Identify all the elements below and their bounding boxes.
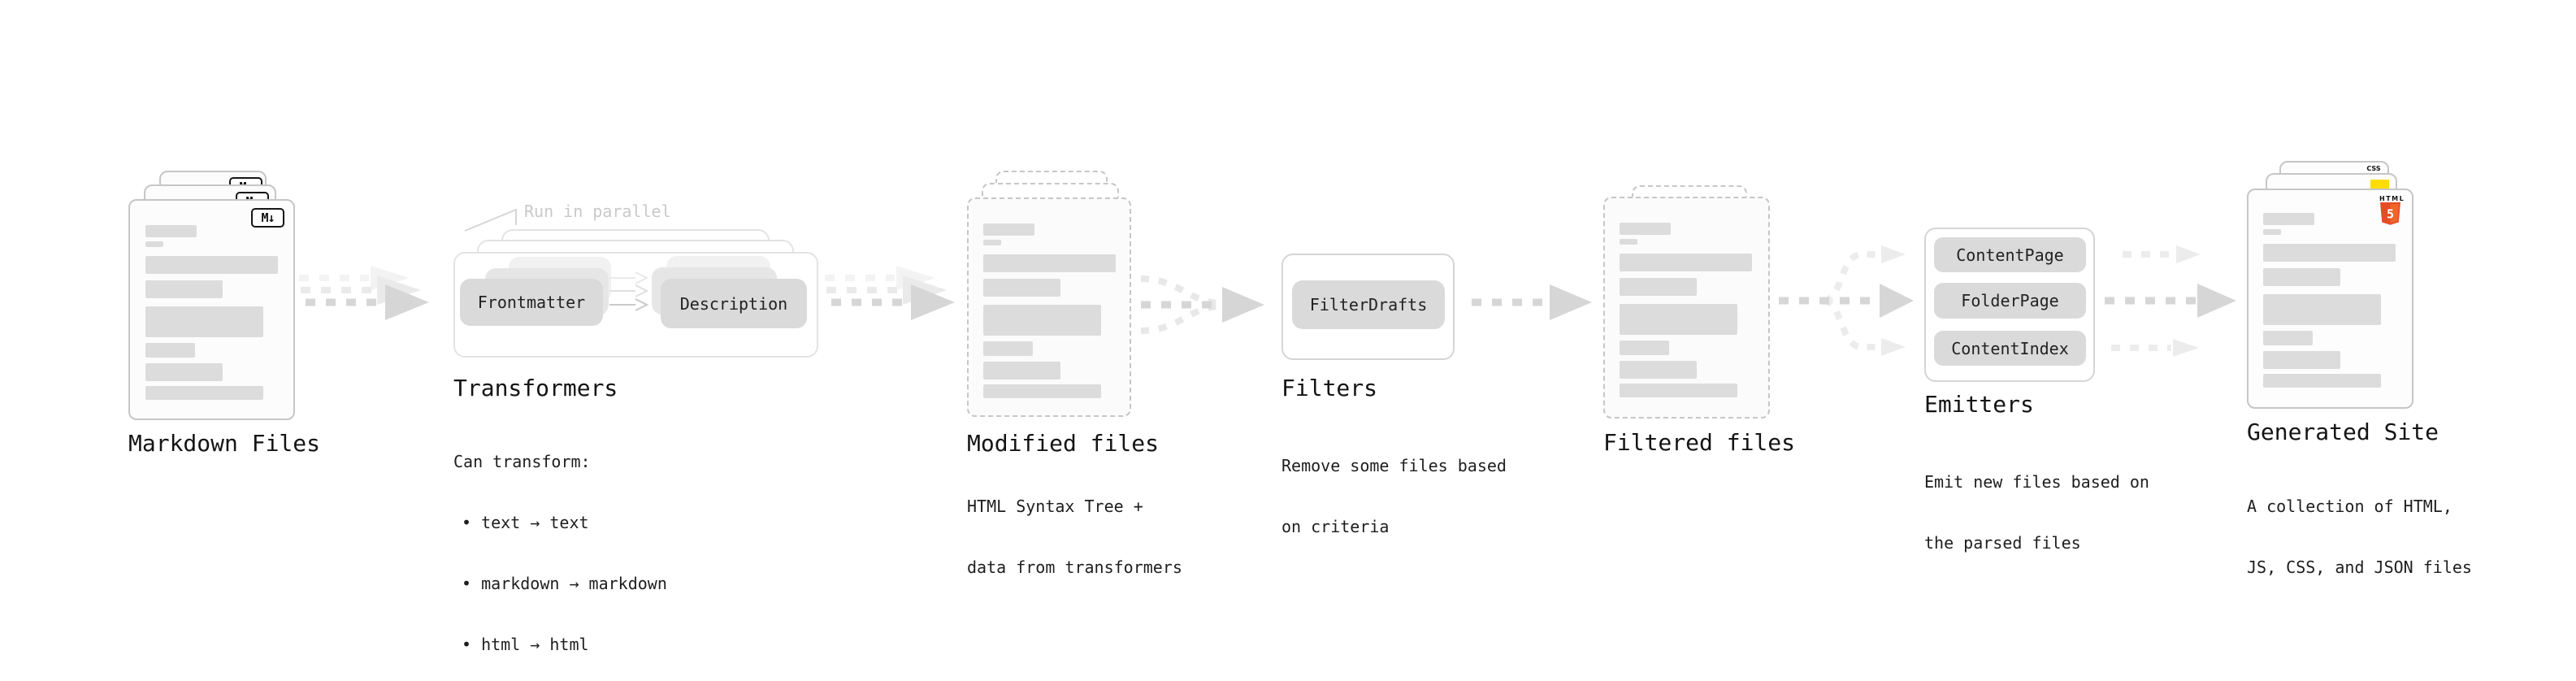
content-line-bar bbox=[1620, 361, 1697, 379]
desc-line: • markdown → markdown bbox=[462, 574, 667, 593]
css-icon-label: CSS bbox=[2366, 165, 2381, 172]
html5-wordmark: HTML bbox=[2379, 195, 2405, 202]
stage-label-filtered-files: Filtered files bbox=[1603, 429, 1796, 456]
file-content-placeholder bbox=[983, 223, 1116, 398]
js-file-icon bbox=[2370, 180, 2389, 189]
svg-text:5: 5 bbox=[2387, 207, 2394, 222]
content-line-bar bbox=[2263, 294, 2381, 325]
modified-files-description: HTML Syntax Tree + data from transformer… bbox=[967, 456, 1182, 618]
content-line-bar bbox=[1620, 304, 1737, 335]
generated-site-description: A collection of HTML, JS, CSS, and JSON … bbox=[2247, 456, 2472, 618]
html5-shield: 5 bbox=[2380, 202, 2400, 225]
pill-description: Description bbox=[661, 279, 807, 328]
desc-line: JS, CSS, and JSON files bbox=[2247, 557, 2472, 577]
content-line-bar bbox=[1620, 254, 1752, 271]
content-line-bar bbox=[145, 225, 197, 237]
file-content-placeholder bbox=[145, 225, 278, 400]
stage-label-transformers: Transformers bbox=[453, 375, 618, 401]
generated-site-card-front: HTML 5 bbox=[2247, 189, 2413, 409]
pill-filterdrafts: FilterDrafts bbox=[1292, 280, 1445, 329]
desc-line: HTML Syntax Tree + bbox=[967, 497, 1143, 516]
arrow-transformers-to-modified bbox=[825, 266, 955, 320]
desc-line: data from transformers bbox=[967, 557, 1182, 577]
annotation-leader-line bbox=[464, 208, 517, 232]
content-line-bar bbox=[983, 240, 1001, 245]
content-line-bar bbox=[2263, 213, 2314, 225]
stage-label-modified-files: Modified files bbox=[967, 430, 1160, 457]
desc-line: A collection of HTML, bbox=[2247, 497, 2452, 516]
pill-contentpage: ContentPage bbox=[1934, 237, 2086, 272]
content-line-bar bbox=[1620, 223, 1671, 235]
content-line-bar bbox=[2263, 244, 2396, 262]
modified-file-card-front bbox=[967, 197, 1131, 417]
content-line-bar bbox=[983, 341, 1033, 356]
content-line-bar bbox=[2263, 351, 2340, 369]
desc-line: the parsed files bbox=[1924, 533, 2081, 553]
content-line-bar bbox=[145, 280, 223, 298]
arrow-emitter-bottom-to-site bbox=[2111, 339, 2199, 357]
parallel-flow-arrows-icon bbox=[609, 271, 649, 311]
content-line-bar bbox=[2263, 229, 2281, 235]
arrow-filters-to-filtered bbox=[1472, 284, 1592, 320]
transformers-description: Can transform: • text → text • markdown … bbox=[453, 411, 667, 681]
content-line-bar bbox=[983, 223, 1034, 236]
desc-line: • text → text bbox=[462, 513, 589, 532]
stage-label-generated-site: Generated Site bbox=[2247, 419, 2439, 445]
pill-frontmatter: Frontmatter bbox=[460, 279, 603, 326]
content-line-bar bbox=[145, 306, 263, 337]
content-line-bar bbox=[2263, 374, 2381, 388]
stage-label-filters: Filters bbox=[1281, 375, 1378, 401]
arrow-filtered-to-emitters bbox=[1779, 245, 1914, 356]
run-in-parallel-annotation: Run in parallel bbox=[524, 202, 671, 221]
pill-folderpage: FolderPage bbox=[1934, 283, 2086, 319]
content-line-bar bbox=[1620, 239, 1637, 245]
arrow-emitter-top-to-site bbox=[2123, 245, 2201, 263]
content-line-bar bbox=[983, 279, 1060, 297]
content-line-bar bbox=[2263, 268, 2340, 286]
content-line-bar bbox=[145, 343, 195, 358]
content-line-bar bbox=[1620, 384, 1737, 397]
content-line-bar bbox=[145, 256, 278, 274]
content-line-bar bbox=[145, 386, 263, 400]
pill-contentindex: ContentIndex bbox=[1934, 331, 2086, 366]
filters-description: Remove some files based on criteria bbox=[1281, 415, 1507, 578]
markdown-file-card-front: M↓ bbox=[128, 199, 295, 420]
html5-icon: HTML 5 bbox=[2379, 195, 2405, 230]
content-line-bar bbox=[2263, 331, 2313, 345]
markdown-icon: M↓ bbox=[251, 208, 284, 228]
arrow-markdown-to-transformers bbox=[299, 266, 429, 320]
content-line-bar bbox=[983, 305, 1101, 336]
content-line-bar bbox=[1620, 340, 1669, 355]
file-content-placeholder bbox=[2263, 213, 2396, 388]
desc-line: Emit new files based on bbox=[1924, 472, 2149, 492]
content-line-bar bbox=[145, 363, 223, 381]
filtered-file-card-front bbox=[1603, 197, 1770, 419]
desc-line: on criteria bbox=[1281, 517, 1390, 536]
content-line-bar bbox=[983, 254, 1116, 272]
content-line-bar bbox=[983, 384, 1101, 398]
desc-line: Remove some files based bbox=[1281, 456, 1507, 475]
arrow-modified-to-filters bbox=[1140, 275, 1264, 334]
content-line-bar bbox=[145, 241, 163, 247]
desc-line: • html → html bbox=[462, 635, 589, 654]
stage-label-emitters: Emitters bbox=[1924, 391, 2034, 418]
emitters-description: Emit new files based on the parsed files bbox=[1924, 432, 2149, 594]
content-line-bar bbox=[983, 362, 1060, 380]
desc-line: Can transform: bbox=[453, 452, 591, 471]
arrow-emitter-middle-to-site bbox=[2105, 284, 2236, 318]
content-line-bar bbox=[1620, 278, 1697, 296]
stage-label-markdown-files: Markdown Files bbox=[128, 430, 321, 457]
file-content-placeholder bbox=[1620, 223, 1752, 397]
